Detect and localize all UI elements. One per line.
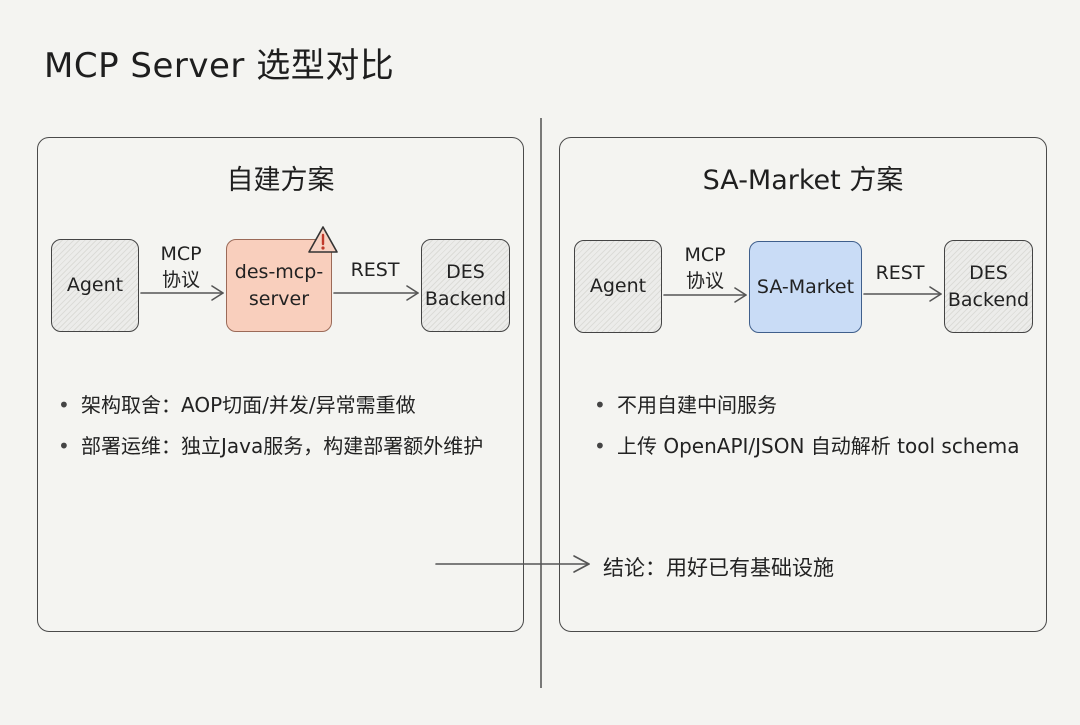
left-mcp-protocol-label: MCP 协议 [146, 241, 216, 293]
right-agent-to-market-arrow [663, 287, 747, 303]
left-backend-label-line1: DES [446, 260, 485, 283]
left-rest-label: REST [350, 259, 400, 281]
right-mcp-label: MCP [684, 244, 726, 266]
sa-market-label: SA-Market [756, 275, 855, 298]
des-mcp-server-node: des-mcp- server [226, 239, 332, 332]
left-agent-to-server-arrow [140, 285, 224, 301]
self-built-bullet-list: 架构取舍：AOP切面/并发/异常需重做 部署运维：独立Java服务，构建部署额外… [58, 385, 483, 467]
sa-market-panel-title: SA-Market 方案 [702, 165, 904, 196]
sa-market-bullet-item: 不用自建中间服务 [594, 385, 1020, 426]
left-server-to-backend-arrow [333, 285, 419, 301]
sa-market-node: SA-Market [749, 241, 862, 333]
page-title: MCP Server 选型对比 [44, 46, 395, 86]
left-agent-label: Agent [66, 274, 124, 296]
left-des-backend-node: DES Backend [421, 239, 510, 332]
sa-market-panel: SA-Market 方案 [559, 137, 1047, 632]
sa-market-bullet-item: 上传 OpenAPI/JSON 自动解析 tool schema [594, 426, 1020, 467]
self-built-bullet-item: 架构取舍：AOP切面/并发/异常需重做 [58, 385, 483, 426]
center-divider [540, 118, 542, 688]
des-mcp-server-label-line2: server [248, 287, 310, 310]
self-built-panel: 自建方案 [37, 137, 524, 632]
right-agent-node: Agent [574, 240, 662, 333]
self-built-panel-title: 自建方案 [226, 165, 335, 196]
des-mcp-server-label-line1: des-mcp- [234, 260, 324, 283]
right-rest-label: REST [875, 262, 925, 284]
conclusion-text: 结论：用好已有基础设施 [603, 556, 834, 580]
left-mcp-label: MCP [160, 243, 202, 265]
right-backend-label-line1: DES [969, 261, 1008, 284]
right-market-to-backend-arrow [863, 286, 942, 302]
left-agent-node: Agent [51, 239, 139, 332]
conclusion-arrow [435, 555, 590, 573]
self-built-bullet-item: 部署运维：独立Java服务，构建部署额外维护 [58, 426, 483, 467]
right-agent-label: Agent [589, 275, 647, 297]
left-backend-label-line2: Backend [424, 287, 507, 310]
right-protocol-label: 协议 [685, 270, 724, 292]
right-des-backend-node: DES Backend [944, 240, 1033, 333]
right-backend-label-line2: Backend [947, 288, 1030, 311]
right-mcp-protocol-label: MCP 协议 [670, 242, 740, 294]
sa-market-bullet-list: 不用自建中间服务 上传 OpenAPI/JSON 自动解析 tool schem… [594, 385, 1020, 467]
warning-triangle-icon [308, 226, 338, 253]
left-protocol-label: 协议 [161, 269, 200, 291]
